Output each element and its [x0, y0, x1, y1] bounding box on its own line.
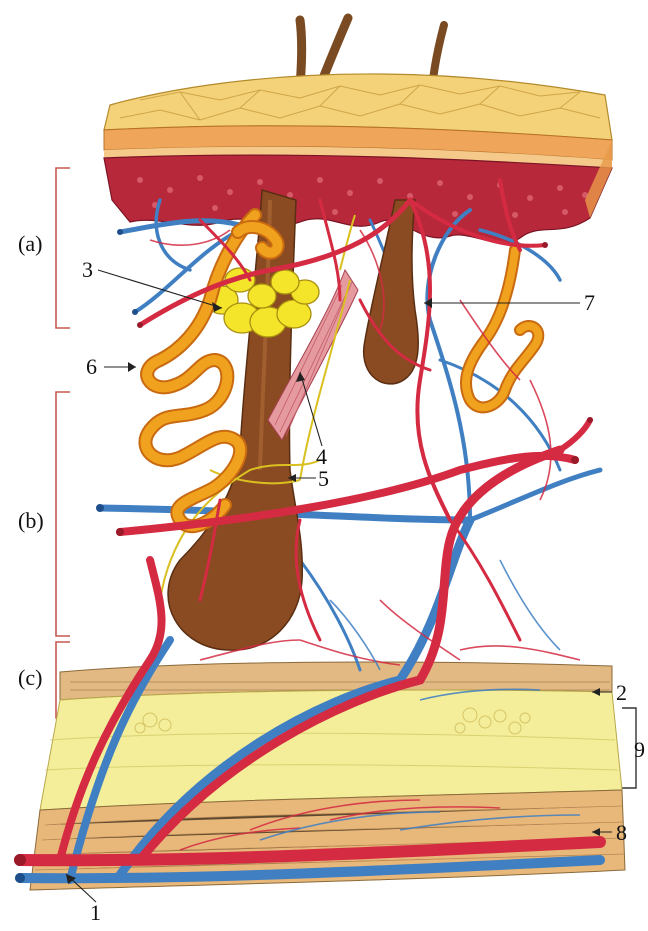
- callout-9: 9: [634, 739, 645, 761]
- region-label-c: (c): [18, 667, 42, 689]
- callout-8: 8: [616, 822, 627, 844]
- bracket-a: [56, 168, 70, 328]
- bracket-b: [56, 392, 70, 636]
- callout-4: 4: [316, 446, 327, 468]
- region-label-b: (b): [18, 510, 44, 532]
- callout-7: 7: [584, 292, 595, 314]
- callout-2: 2: [616, 682, 627, 704]
- callout-3: 3: [82, 259, 93, 281]
- region-brackets: [56, 168, 70, 718]
- region-label-a: (a): [18, 233, 42, 255]
- callout-1: 1: [90, 902, 101, 924]
- callout-6: 6: [86, 356, 97, 378]
- callout-5: 5: [318, 468, 329, 490]
- epidermis: [104, 74, 612, 243]
- sweat-gland-right: [466, 250, 538, 407]
